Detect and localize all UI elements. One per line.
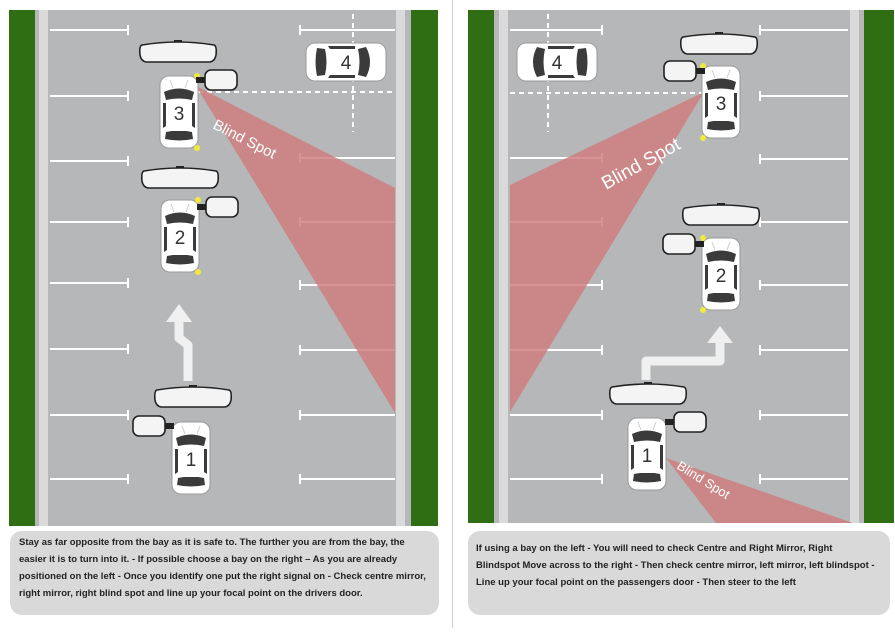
indicator-light [195,197,201,203]
car-3-number: 3 [174,104,185,125]
car-2: 2 [160,197,201,275]
car-1-centre-mirror-icon [153,384,233,408]
car-1-centre-mirror-icon [608,381,688,405]
car-2: 2 [700,235,741,313]
grass-left-edge [468,10,494,523]
car-1: 1 [627,417,667,491]
car-3: 3 [700,63,741,141]
car-2-centre-mirror-icon [140,165,220,189]
car-1: 1 [171,421,211,495]
grass-right-edge [411,10,438,526]
car-4: 4 [305,42,387,82]
car-3: 3 [159,73,200,151]
left-blind-spot-cone [510,92,704,412]
left-scenario-panel: Blind Spot 4 3 2 [0,0,448,628]
right-parking-diagram: Blind Spot Blind Spot 4 3 2 [468,10,894,523]
grass-right-edge [864,10,894,523]
right-instruction-caption: If using a bay on the left - You will ne… [468,531,890,615]
car-3-centre-mirror-icon [138,39,218,63]
grass-left-edge [9,10,35,526]
car-4-number: 4 [552,53,563,74]
indicator-light [700,63,706,69]
car-2-number: 2 [175,228,186,249]
car-2-number: 2 [716,266,727,287]
curb-left [39,10,48,526]
panel-divider [452,0,453,628]
curb-right [850,10,859,523]
car-1-number: 1 [642,446,653,467]
right-scenario-panel: Blind Spot Blind Spot 4 3 2 [458,0,895,628]
right-blind-spot-cone-small [666,458,853,523]
forward-arrow-icon [166,304,193,381]
car-3-number: 3 [716,94,727,115]
left-instruction-caption: Stay as far opposite from the bay as it … [10,531,439,615]
curb-right [396,10,405,526]
indicator-light [194,145,200,151]
bay-lines-right [759,25,848,484]
left-parking-diagram: Blind Spot 4 3 2 [9,10,438,526]
indicator-light [700,307,706,313]
curb-left [499,10,508,523]
car-2-centre-mirror-icon [681,202,761,226]
car-4: 4 [516,42,598,82]
indicator-light [700,235,706,241]
car-3-centre-mirror-icon [679,31,759,55]
right-blind-spot-cone [196,86,395,413]
indicator-light [700,135,706,141]
car-4-number: 4 [341,53,352,74]
bay-lines-left [50,25,129,484]
indicator-light [195,269,201,275]
turn-right-arrow-icon [641,326,733,380]
car-1-number: 1 [186,450,197,471]
